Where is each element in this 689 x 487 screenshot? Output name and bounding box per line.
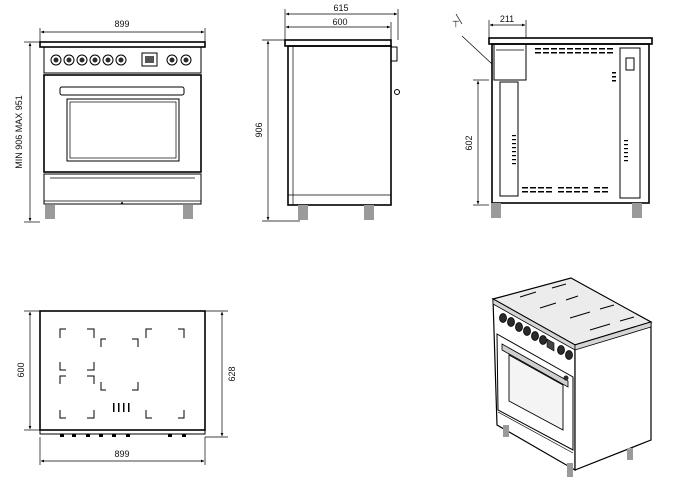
perspective-clock-display	[546, 338, 555, 352]
control-panel	[43, 46, 202, 74]
oven-clock-display	[141, 52, 158, 67]
rear-panel	[491, 43, 650, 204]
gas-inlet-icon: ⊣	[451, 13, 493, 65]
side-body	[287, 45, 392, 206]
rear-worktop	[488, 37, 653, 45]
side-worktop	[284, 39, 392, 47]
cooking-zone-markers	[59, 328, 185, 419]
perspective-foot-2	[567, 463, 573, 477]
storage-drawer	[43, 173, 202, 205]
rear-offset-label: 211	[500, 14, 514, 24]
rear-connection-box	[493, 43, 527, 81]
touch-control-marks	[113, 403, 130, 412]
top-knob-stubs	[60, 434, 186, 437]
rear-height-label: 602	[464, 135, 474, 150]
svg-text:⊣: ⊣	[451, 20, 461, 28]
rear-foot-right	[632, 203, 642, 218]
front-worktop	[39, 41, 206, 48]
front-view: 899 MIN 906 MAX 951	[14, 19, 206, 223]
rear-view: ⊣ 211 602	[451, 13, 653, 218]
perspective-foot-3	[627, 448, 633, 460]
perspective-oven-handle	[501, 343, 569, 388]
perspective-view	[491, 277, 653, 477]
top-view: 600 628 899	[16, 310, 237, 465]
side-body-depth-label: 600	[332, 17, 347, 27]
top-total-depth-label: 628	[227, 366, 237, 381]
side-total-depth-label: 615	[333, 3, 348, 13]
rear-backguard	[390, 46, 398, 62]
side-foot-rear	[364, 205, 374, 220]
front-foot-right	[183, 205, 193, 219]
perspective-foot-1	[503, 425, 509, 437]
perspective-knobs	[499, 313, 573, 360]
front-foot-left	[45, 205, 55, 219]
front-width-label: 899	[114, 19, 129, 29]
side-view: 615 600 906	[254, 3, 400, 222]
side-foot-front	[298, 205, 308, 220]
top-width-label: 899	[114, 449, 129, 459]
oven-window	[66, 98, 180, 162]
gas-connection	[394, 89, 400, 95]
rear-foot-left	[491, 203, 501, 218]
oven-door-handle	[59, 86, 185, 96]
perspective-oven-window	[508, 354, 564, 431]
top-depth-label: 600	[16, 362, 26, 377]
front-height-label: MIN 906 MAX 951	[14, 95, 24, 169]
side-height-label: 906	[254, 122, 264, 137]
oven-door	[43, 74, 202, 173]
control-knobs	[50, 54, 192, 66]
rear-vent-slots	[512, 48, 628, 193]
